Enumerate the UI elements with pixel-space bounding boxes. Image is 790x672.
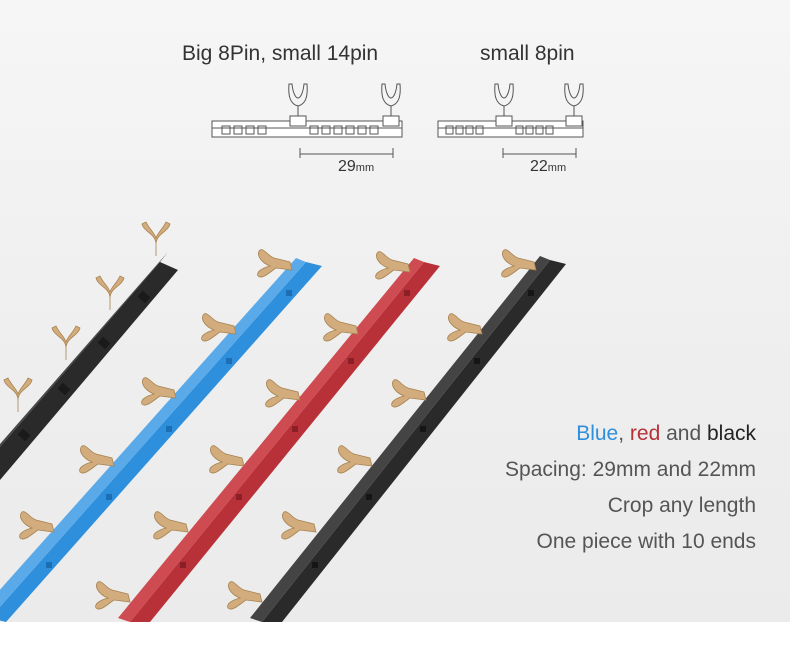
feature-crop: Crop any length: [607, 494, 756, 517]
color-sep-1: ,: [618, 422, 630, 445]
dimension-left-unit: mm: [355, 162, 375, 174]
dimension-left: 29mm: [338, 158, 374, 176]
diagram-right: [437, 83, 584, 158]
black-strip: [227, 249, 566, 622]
dimension-right-value: 22: [530, 158, 548, 175]
color-blue-word: Blue: [576, 422, 619, 445]
diagram-right-title: small 8pin: [480, 42, 575, 65]
bottom-whitespace: [0, 622, 790, 672]
color-black-word: black: [706, 422, 756, 445]
color-sep-2: and: [660, 422, 707, 445]
feature-colors: Blue, red and black: [576, 422, 756, 446]
feature-one-piece: One piece with 10 ends: [536, 530, 756, 553]
dimension-right-unit: mm: [547, 162, 567, 174]
dimension-left-value: 29: [338, 158, 356, 175]
blue-strip: [0, 249, 322, 622]
red-strip: [95, 251, 440, 622]
color-red-word: red: [629, 422, 661, 445]
terminal-strips-illustration: [0, 83, 584, 622]
product-photo: Big 8Pin, small 14pin small 8pin 29mm 22…: [0, 0, 790, 622]
diagram-left: [211, 83, 403, 158]
feature-spacing: Spacing: 29mm and 22mm: [505, 458, 756, 481]
dimension-right: 22mm: [530, 158, 566, 176]
diagram-left-title: Big 8Pin, small 14pin: [182, 42, 379, 65]
black-strip-vertical: [0, 221, 178, 480]
